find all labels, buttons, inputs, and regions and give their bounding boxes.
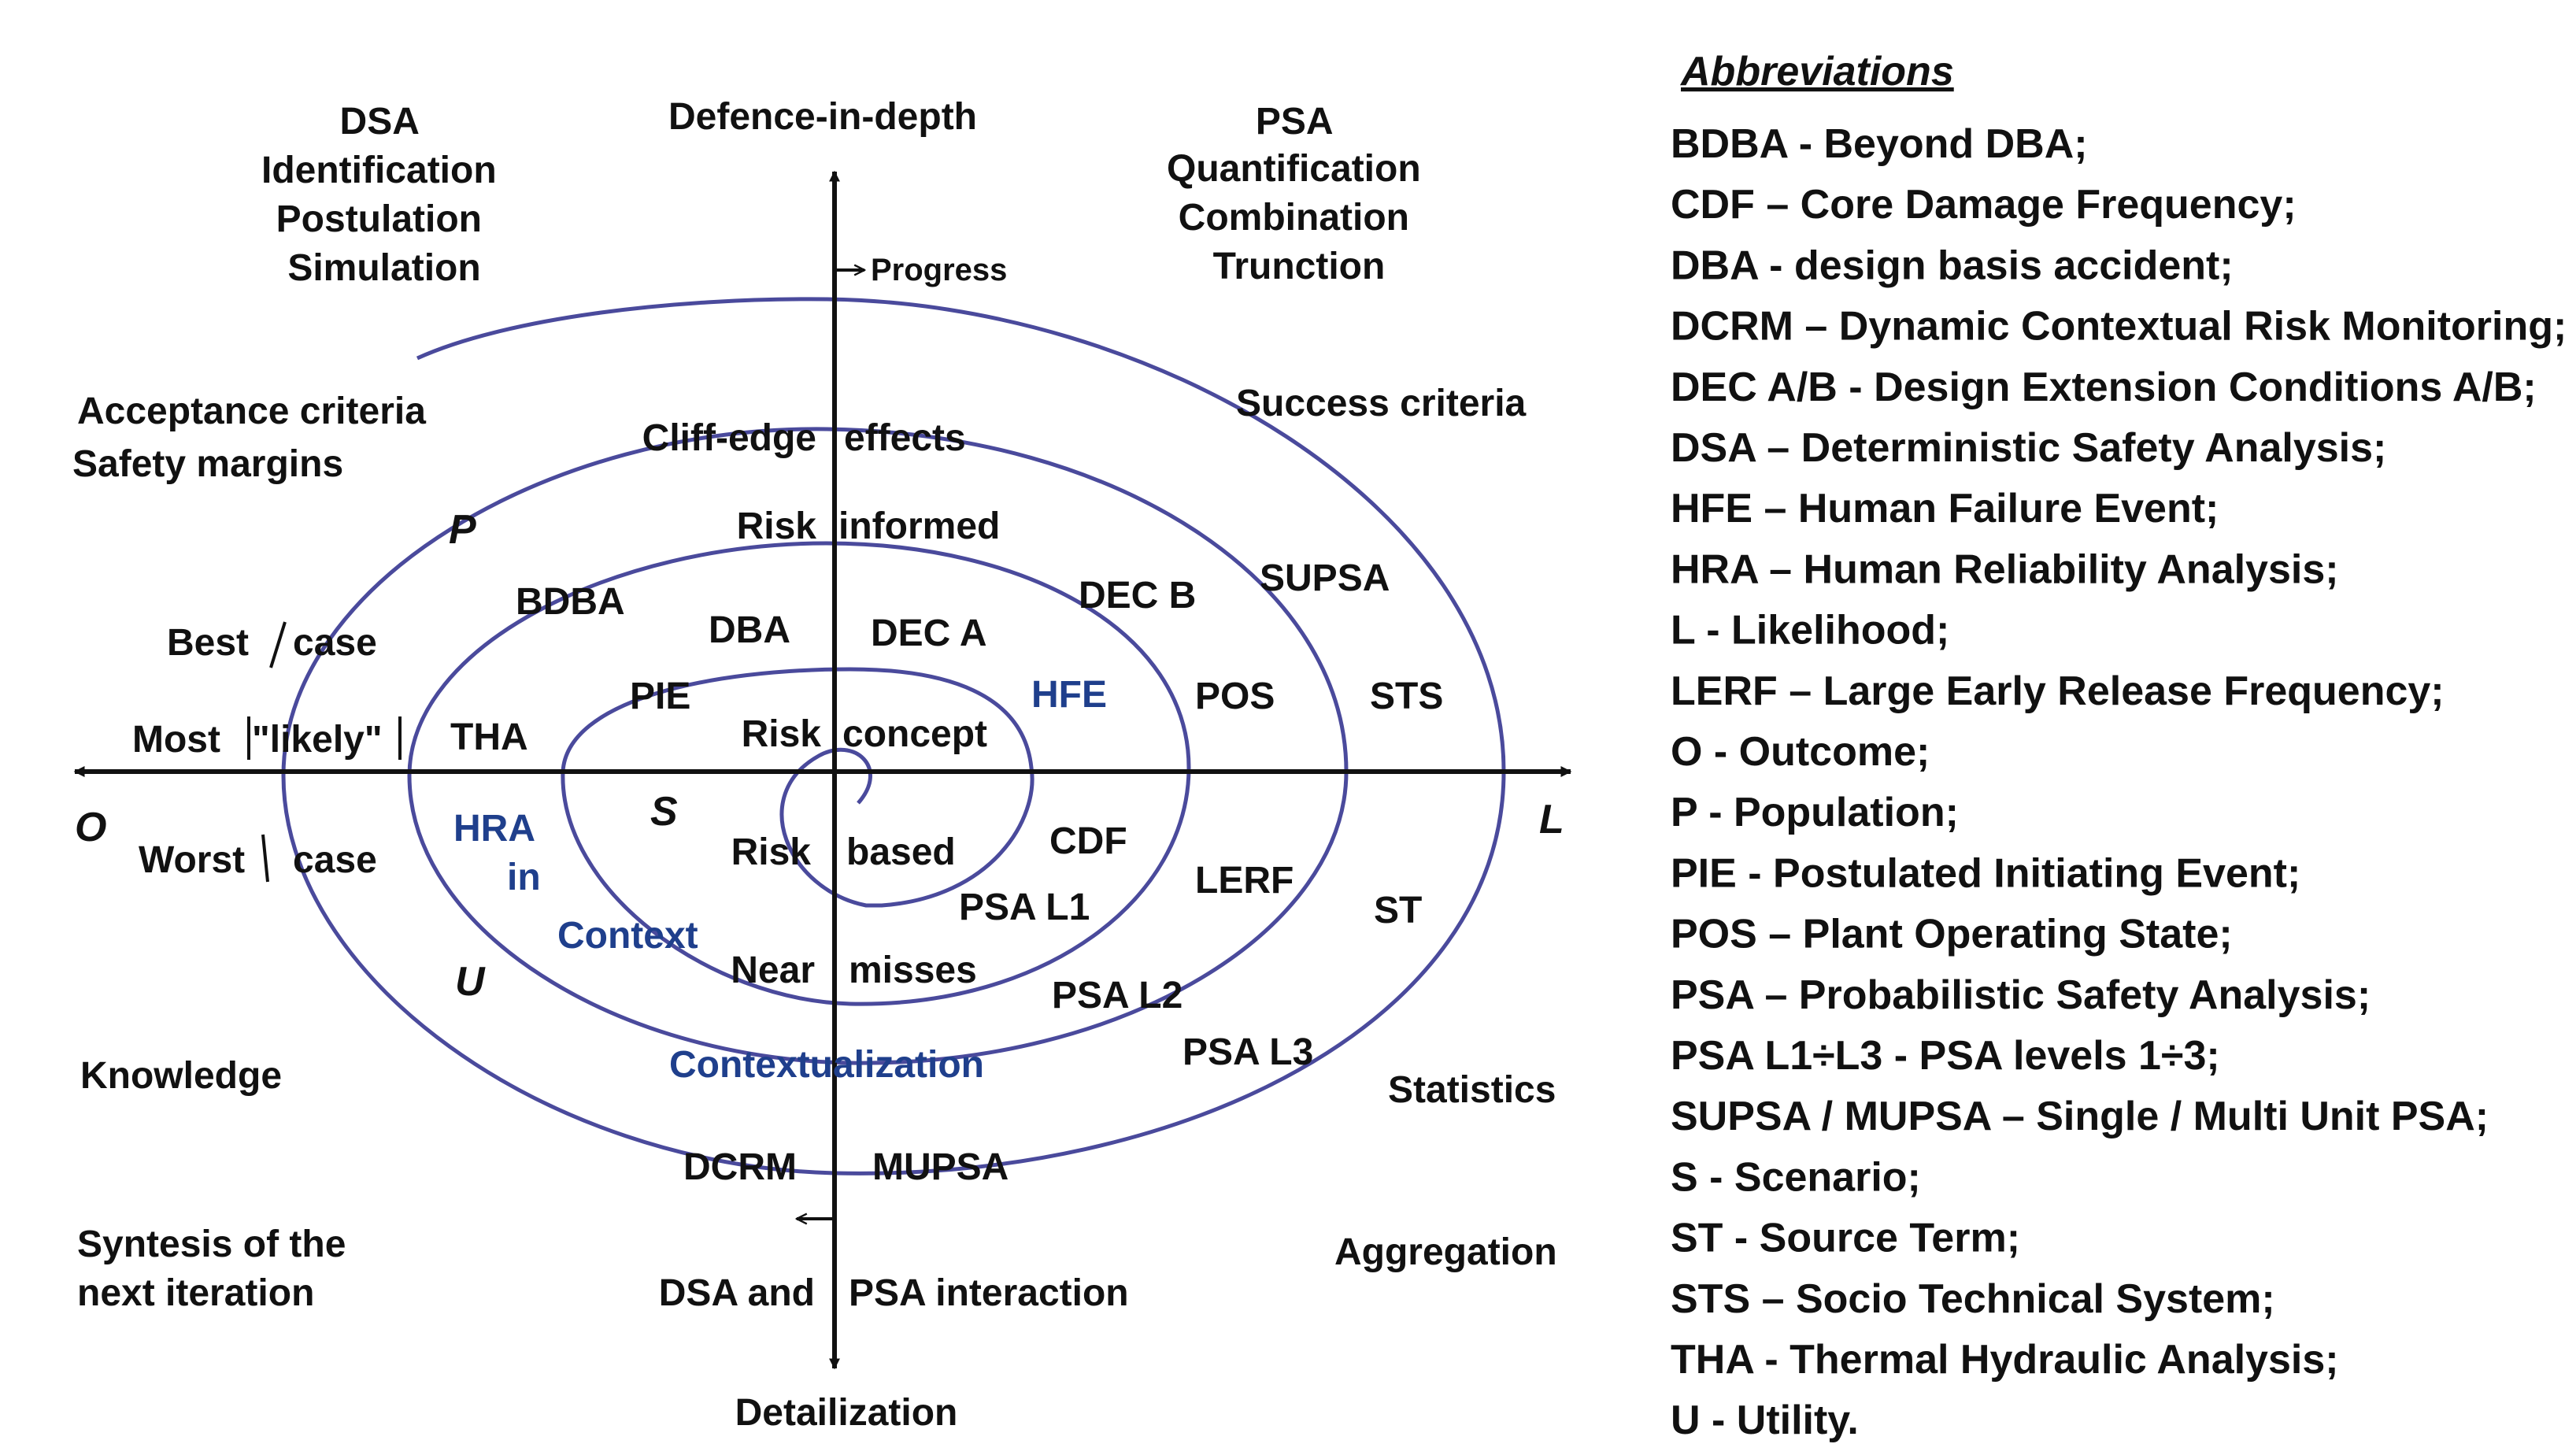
abbreviations-list: BDBA - Beyond DBA; CDF – Core Damage Freq…: [1671, 121, 2567, 1443]
best-case-divider: [269, 621, 287, 668]
abbreviation-item: PSA – Probabilistic Safety Analysis;: [1671, 972, 2371, 1018]
abbreviation-item: PIE - Postulated Initiating Event;: [1671, 850, 2300, 896]
top-left-line-2: Identification: [261, 150, 497, 191]
axis-top-label: Defence-in-depth: [668, 96, 977, 138]
risk-based-risk-label: Risk: [731, 831, 812, 873]
abbreviation-item: O - Outcome;: [1671, 729, 1930, 775]
top-left-line-1: DSA: [340, 101, 420, 143]
s-label: S: [650, 789, 678, 835]
abbreviation-item: THA - Thermal Hydraulic Analysis;: [1671, 1337, 2339, 1383]
context-label: Context: [557, 915, 698, 957]
axis-left-label: O: [75, 805, 106, 850]
abbreviation-item: DEC A/B - Design Extension Conditions A/…: [1671, 365, 2537, 410]
sts-label: STS: [1370, 676, 1443, 717]
top-right-line-2: Quantification: [1167, 148, 1421, 190]
statistics-label: Statistics: [1388, 1069, 1556, 1111]
syntesis-line-2: next iteration: [77, 1272, 314, 1314]
contextualization-label: Contextualization: [669, 1044, 984, 1086]
dec-b-label: DEC B: [1079, 575, 1196, 616]
top-left-heading: DSA Identification Postulation Simulatio…: [261, 101, 507, 289]
success-criteria-label: Success criteria: [1236, 383, 1527, 424]
top-left-line-4: Simulation: [287, 247, 480, 289]
near-label: Near: [731, 950, 815, 991]
based-label: based: [846, 831, 956, 873]
hra-label: HRA: [453, 808, 535, 850]
dcrm-label: DCRM: [683, 1146, 797, 1188]
abbreviation-item: STS – Socio Technical System;: [1671, 1276, 2275, 1322]
abbreviation-item: CDF – Core Damage Frequency;: [1671, 182, 2297, 228]
u-label: U: [455, 959, 486, 1005]
hfe-label: HFE: [1031, 674, 1107, 716]
syntesis-line-1: Syntesis of the: [77, 1224, 346, 1265]
concept-label: concept: [842, 713, 987, 755]
psa-l2-label: PSA L2: [1052, 975, 1183, 1016]
pie-label: PIE: [630, 676, 690, 717]
abbreviations-title: Abbreviations: [1679, 49, 1954, 94]
worst-case-divider: [261, 834, 269, 883]
abbreviation-item: POS – Plant Operating State;: [1671, 912, 2233, 957]
abbreviation-item: DSA – Deterministic Safety Analysis;: [1671, 425, 2386, 471]
abbreviation-item: S - Scenario;: [1671, 1154, 1921, 1200]
hra-in-label: in: [507, 857, 541, 898]
pos-label: POS: [1195, 676, 1275, 717]
best-case-label: case: [293, 622, 377, 664]
mupsa-label: MUPSA: [872, 1146, 1009, 1188]
most-label: Most: [132, 719, 220, 761]
abbreviation-item: LERF – Large Early Release Frequency;: [1671, 668, 2445, 714]
abbreviation-item: P - Population;: [1671, 790, 1959, 835]
dsa-and-label: DSA and: [659, 1272, 815, 1314]
bdba-label: BDBA: [516, 581, 625, 623]
safety-margins-label: Safety margins: [72, 443, 343, 485]
abbreviation-item: U - Utility.: [1671, 1398, 1859, 1443]
cliff-edge-label: Cliff-edge: [642, 417, 816, 459]
tha-label: THA: [450, 716, 528, 758]
dec-a-label: DEC A: [871, 613, 987, 654]
axis-bottom-label: Detailization: [735, 1392, 958, 1434]
aggregation-label: Aggregation: [1334, 1231, 1557, 1273]
syntesis-label: Syntesis of the next iteration: [77, 1224, 357, 1314]
cdf-label: CDF: [1049, 820, 1127, 862]
top-right-heading: PSA Quantification Combination Trunction: [1167, 101, 1431, 287]
progress-label: Progress: [871, 253, 1007, 287]
st-label: ST: [1374, 890, 1422, 931]
top-right-line-4: Trunction: [1213, 246, 1386, 287]
axis-right-label: L: [1539, 797, 1564, 842]
dba-label: DBA: [709, 609, 790, 651]
supsa-label: SUPSA: [1260, 557, 1390, 599]
risk-informed-risk-label: Risk: [737, 505, 817, 547]
abbreviation-item: DCRM – Dynamic Contextual Risk Monitorin…: [1671, 304, 2567, 350]
psa-l1-label: PSA L1: [959, 887, 1090, 928]
psa-l3-label: PSA L3: [1183, 1031, 1313, 1073]
best-label: Best: [167, 622, 249, 664]
abbreviation-item: HFE – Human Failure Event;: [1671, 486, 2219, 531]
abbreviation-item: SUPSA / MUPSA – Single / Multi Unit PSA;: [1671, 1094, 2489, 1139]
abbreviation-item: BDBA - Beyond DBA;: [1671, 121, 2088, 167]
likely-label: "likely": [252, 719, 383, 761]
abbreviation-item: PSA L1÷L3 - PSA levels 1÷3;: [1671, 1033, 2220, 1079]
abbreviation-item: L - Likelihood;: [1671, 608, 1949, 653]
psa-interaction-label: PSA interaction: [849, 1272, 1129, 1314]
lerf-label: LERF: [1195, 860, 1294, 902]
misses-label: misses: [849, 950, 977, 991]
risk-concept-risk-label: Risk: [742, 713, 822, 755]
informed-label: informed: [838, 505, 1000, 547]
abbreviation-item: ST - Source Term;: [1671, 1216, 2020, 1261]
acceptance-criteria-label: Acceptance criteria: [77, 391, 426, 432]
worst-label: Worst: [139, 839, 245, 881]
abbreviation-item: HRA – Human Reliability Analysis;: [1671, 546, 2339, 592]
top-left-line-3: Postulation: [276, 198, 482, 240]
worst-case-label: case: [293, 839, 377, 881]
top-right-line-3: Combination: [1179, 197, 1409, 239]
abbreviation-item: DBA - design basis accident;: [1671, 242, 2234, 288]
top-right-line-1: PSA: [1256, 101, 1333, 143]
knowledge-label: Knowledge: [80, 1055, 282, 1097]
effects-label: effects: [844, 417, 966, 459]
p-label: P: [449, 507, 476, 553]
